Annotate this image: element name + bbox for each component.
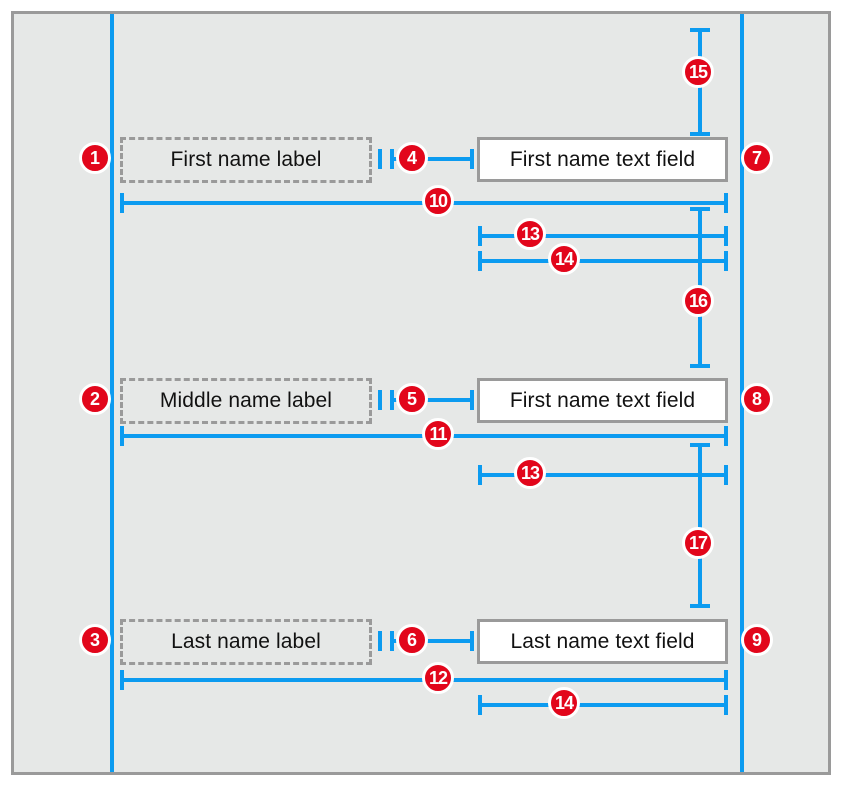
callout-badge-12-number: 12: [428, 668, 448, 688]
field-width-measure-a-2: [478, 465, 728, 485]
first-name-label-box: First name label: [120, 137, 372, 183]
callout-badge-1-number: 1: [89, 148, 100, 168]
callout-badge-13-row2-number: 13: [520, 463, 540, 483]
callout-badge-5[interactable]: 5: [396, 383, 428, 415]
callout-badge-9-number: 9: [751, 630, 762, 650]
row-spacing-measure-2-3: [690, 443, 710, 608]
callout-badge-6[interactable]: 6: [396, 624, 428, 656]
label-to-field-measure-1: [390, 149, 474, 169]
callout-badge-4[interactable]: 4: [396, 142, 428, 174]
callout-badge-13-row2[interactable]: 13: [514, 457, 546, 489]
callout-badge-17[interactable]: 17: [682, 527, 714, 559]
last-name-label-box: Last name label: [120, 619, 372, 665]
callout-badge-13-row1-number: 13: [520, 224, 540, 244]
callout-badge-13-row1[interactable]: 13: [514, 218, 546, 250]
callout-badge-5-number: 5: [406, 389, 417, 409]
label-to-field-measure-3: [390, 631, 474, 651]
callout-badge-15-number: 15: [688, 62, 708, 82]
callout-badge-15[interactable]: 15: [682, 56, 714, 88]
callout-badge-2-number: 2: [89, 389, 100, 409]
middle-name-label-text: Middle name label: [159, 389, 333, 412]
callout-badge-14-row3-number: 14: [554, 693, 574, 713]
callout-badge-10-number: 10: [428, 191, 448, 211]
label-trailing-tick-2: [378, 390, 382, 410]
first-name-label-text: First name label: [170, 148, 322, 171]
callout-badge-3[interactable]: 3: [79, 624, 111, 656]
field-width-measure-a-1: [478, 226, 728, 246]
callout-badge-9[interactable]: 9: [741, 624, 773, 656]
callout-badge-1[interactable]: 1: [79, 142, 111, 174]
callout-badge-4-number: 4: [406, 148, 417, 168]
label-to-field-measure-2: [390, 390, 474, 410]
callout-badge-11-number: 11: [429, 424, 447, 444]
callout-badge-17-number: 17: [688, 533, 708, 553]
callout-badge-16[interactable]: 16: [682, 285, 714, 317]
callout-badge-11[interactable]: 11: [422, 418, 454, 450]
last-name-label-text: Last name label: [171, 630, 321, 653]
middle-name-text-field[interactable]: First name text field: [477, 378, 728, 423]
middle-name-label-box: Middle name label: [120, 378, 372, 424]
callout-badge-14-row3[interactable]: 14: [548, 687, 580, 719]
field-width-measure-b-1: [478, 251, 728, 271]
first-name-text-field[interactable]: First name text field: [477, 137, 728, 182]
callout-badge-10[interactable]: 10: [422, 185, 454, 217]
first-name-field-text: First name text field: [509, 147, 696, 171]
last-name-text-field[interactable]: Last name text field: [477, 619, 728, 664]
field-width-measure-b-3: [478, 695, 728, 715]
callout-badge-7-number: 7: [751, 148, 762, 168]
callout-badge-16-number: 16: [688, 291, 708, 311]
callout-badge-7[interactable]: 7: [741, 142, 773, 174]
callout-badge-8-number: 8: [751, 389, 762, 409]
leading-guide-line: [110, 14, 114, 772]
callout-badge-14-row1[interactable]: 14: [548, 243, 580, 275]
callout-badge-12[interactable]: 12: [422, 662, 454, 694]
callout-badge-8[interactable]: 8: [741, 383, 773, 415]
middle-name-field-text: First name text field: [509, 388, 696, 412]
label-trailing-tick-3: [378, 631, 382, 651]
last-name-field-text: Last name text field: [510, 629, 695, 653]
label-trailing-tick-1: [378, 149, 382, 169]
callout-badge-6-number: 6: [406, 630, 417, 650]
callout-badge-14-row1-number: 14: [554, 249, 574, 269]
callout-badge-2[interactable]: 2: [79, 383, 111, 415]
callout-badge-3-number: 3: [89, 630, 100, 650]
